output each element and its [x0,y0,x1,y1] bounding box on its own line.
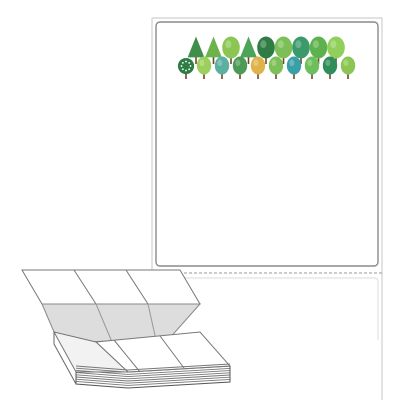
tree-icon [322,56,338,79]
label-sheet [151,17,383,400]
stack-layer-line [75,374,231,382]
tree-icon [286,56,302,79]
stack-layer-line [75,376,231,384]
tree-icon [177,57,195,79]
tree-icon [214,56,230,79]
stack-layer-line [75,367,231,375]
tree-icon [340,56,356,79]
tree-icon [309,36,328,64]
tree-icon [268,56,284,79]
label-outline [155,21,379,267]
stack-layer-line [75,370,231,378]
stack-layer-line [75,363,231,371]
tree-icon [257,36,275,64]
fanfold-label-stack [21,269,232,389]
tree-pattern-row-top [187,36,345,64]
tree-icon [196,56,212,79]
tree-icon [292,36,310,64]
fanfold-top-sheet [21,269,201,305]
tree-icon [205,36,222,64]
stack-layer-line [75,365,231,373]
tree-icon [232,56,248,79]
tree-icon [187,36,205,64]
fanfold-stack-layers [53,332,231,389]
tree-icon [240,36,257,64]
tree-icon [274,36,293,64]
stack-side [53,332,77,385]
stack-outline [75,366,231,389]
stack-layer-line [75,372,231,380]
stack-layer-line [75,378,231,386]
tree-icon [222,36,240,64]
tree-icon [250,56,266,79]
tree-icon [327,36,345,64]
tree-pattern-row-bottom [177,56,356,79]
tree-icon [304,56,320,79]
